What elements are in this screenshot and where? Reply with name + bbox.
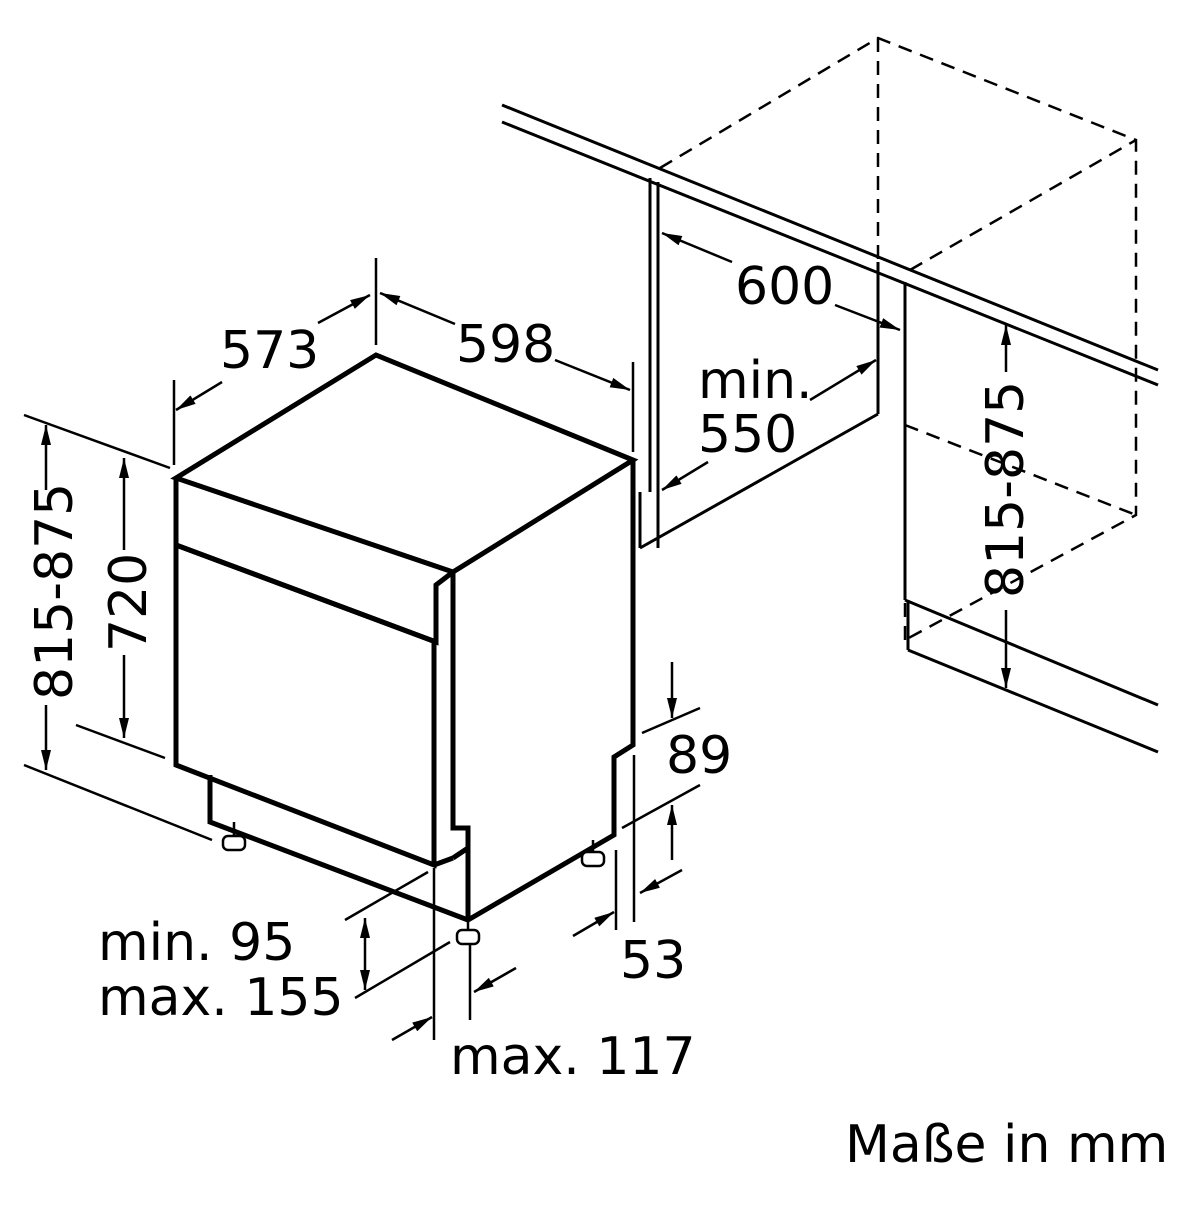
dimension-lines [23,231,1011,1042]
label-width-598: 598 [456,315,555,375]
installation-niche [501,36,1159,754]
label-plinth-min95: min. 95 [98,913,295,973]
dishwasher-body [170,352,639,923]
adjustable-feet [221,822,606,946]
label-niche-width-600: 600 [735,257,834,317]
label-niche-depth-min: min. [698,351,813,411]
label-height-720: 720 [99,553,159,652]
label-height-range-right: 815-875 [976,381,1036,598]
label-niche-depth-550: 550 [698,405,797,465]
label-depth-573: 573 [220,321,319,381]
label-plinth-89: 89 [666,726,732,786]
label-recess-max117: max. 117 [450,1027,696,1087]
label-height-range-left: 815-875 [25,483,85,700]
units-note: Maße in mm [845,1115,1168,1175]
label-plinth-53: 53 [620,931,686,991]
label-plinth-max155: max. 155 [98,968,344,1028]
